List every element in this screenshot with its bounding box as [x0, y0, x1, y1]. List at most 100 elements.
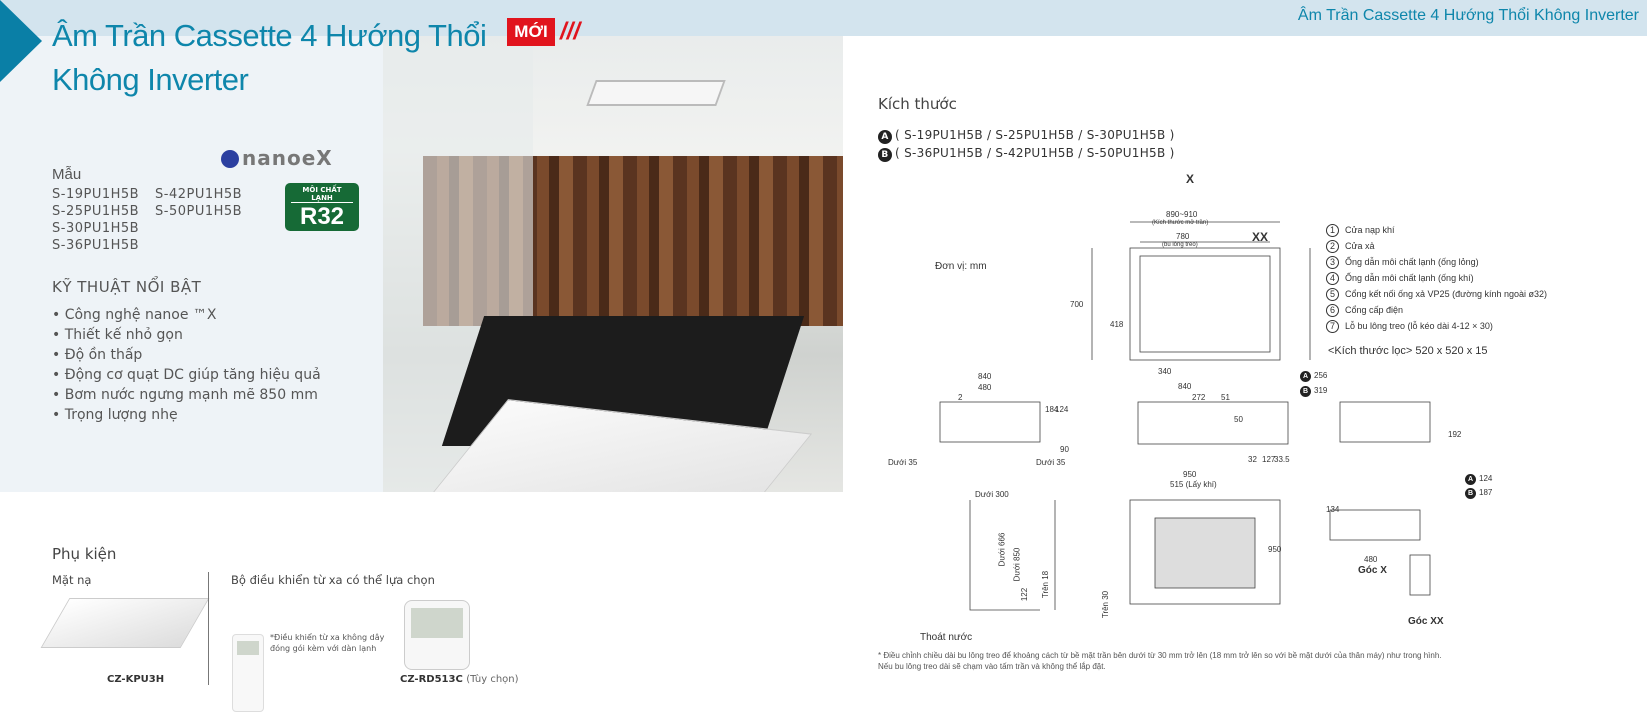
dim-label: 50	[1234, 415, 1243, 424]
feature-item: Độ ồn thấp	[52, 345, 321, 365]
panel-model: CZ-KPU3H	[107, 674, 165, 685]
dim-label: 33.5	[1274, 455, 1290, 464]
badge-a-icon: A	[1465, 474, 1476, 485]
dim-label: 124	[1055, 405, 1069, 414]
dim-label: 480	[1364, 555, 1378, 564]
model-item: S-19PU1H5B	[52, 187, 140, 202]
unit-label: Đơn vị: mm	[935, 261, 987, 272]
wired-model-code: CZ-RD513C	[400, 674, 463, 685]
legend-text: Ống dẫn môi chất lạnh (ống lỏng)	[1345, 257, 1479, 267]
dimensions-heading: Kích thước	[878, 95, 957, 113]
feature-item: Trọng lượng nhẹ	[52, 405, 321, 425]
model-item: S-42PU1H5B	[155, 187, 243, 202]
dim-label: 127	[1262, 455, 1276, 464]
dim-label: 780	[1176, 232, 1190, 241]
badge-a-icon: A	[1300, 371, 1311, 382]
number-3-icon: 3	[1326, 256, 1339, 269]
group-a-models: A( S-19PU1H5B / S-25PU1H5B / S-30PU1H5B …	[878, 128, 1175, 144]
accessories-heading: Phụ kiện	[52, 545, 117, 563]
model-item: S-36PU1H5B	[52, 238, 140, 253]
legend-item: 3 Ống dẫn môi chất lạnh (ống lỏng)	[1326, 254, 1547, 270]
badge-b-icon: B	[1300, 386, 1311, 397]
dim-label: (bu lông treo)	[1162, 242, 1198, 248]
dim-label: (Kích thước mở trần)	[1152, 220, 1209, 226]
dim-label: 134	[1326, 505, 1340, 514]
title-line2: Không Inverter	[52, 62, 249, 97]
refrigerant-label: MÔI CHẤT LẠNH	[291, 183, 353, 203]
dim-label: 2	[958, 393, 963, 402]
dim-label: Dưới 35	[888, 458, 918, 467]
dim-label: 840	[978, 372, 992, 381]
dim-label: 515 (Lấy khí)	[1170, 480, 1217, 489]
dim-label: 319	[1314, 386, 1328, 395]
model-item	[155, 237, 255, 254]
group-b-models: B( S-36PU1H5B / S-42PU1H5B / S-50PU1H5B …	[878, 146, 1175, 162]
dim-label: 480	[978, 383, 992, 392]
dim-label: Dưới 666	[997, 532, 1007, 567]
legend-text: Lỗ bu lông treo (lỗ kéo dài 4-12 × 30)	[1345, 321, 1493, 331]
bottom-view	[1129, 499, 1281, 605]
dim-label: Dưới 300	[975, 490, 1009, 499]
legend-text: Cổng cấp điện	[1345, 305, 1404, 315]
dim-label: 700	[1070, 300, 1084, 309]
divider	[208, 572, 209, 685]
number-7-icon: 7	[1326, 320, 1339, 333]
model-item: S-25PU1H5B	[52, 204, 140, 219]
corner-x-label: Góc X	[1358, 565, 1387, 576]
feature-item: Công nghệ nanoe ™X	[52, 305, 321, 325]
dim-label: 418	[1110, 320, 1124, 329]
dim-label: Trên 30	[1101, 590, 1111, 619]
group-a-text: ( S-19PU1H5B / S-25PU1H5B / S-30PU1H5B )	[895, 128, 1175, 142]
dim-label: 840	[1178, 382, 1192, 391]
nanoe-logo: nanoeX	[221, 146, 333, 170]
wired-model-note: (Tùy chọn)	[466, 674, 519, 685]
note-line: đóng gói kèm với dàn lạnh	[270, 644, 377, 653]
dim-label: 187	[1479, 488, 1493, 497]
drain-label: Thoát nước	[920, 632, 973, 643]
feature-item: Bơm nước ngưng mạnh mẽ 850 mm	[52, 385, 321, 405]
dim-label: 90	[1060, 445, 1069, 454]
legend-item: 7 Lỗ bu lông treo (lỗ kéo dài 4-12 × 30)	[1326, 318, 1547, 334]
dim-label: 122	[1020, 587, 1030, 602]
product-photo	[383, 36, 843, 492]
legend-text: Cổng kết nối ống xả VP25 (đường kính ngo…	[1345, 289, 1548, 299]
note-line: *Điều khiển từ xa không dây	[270, 633, 385, 642]
dim-label: 256	[1314, 371, 1328, 380]
number-1-icon: 1	[1326, 224, 1339, 237]
dim-label: 890~910	[1166, 210, 1198, 219]
refrigerant-value: R32	[299, 203, 345, 230]
side-view-a	[939, 401, 1041, 443]
remote-label: Bộ điều khiển từ xa có thể lựa chọn	[231, 573, 435, 587]
dimension-drawing	[939, 221, 1431, 611]
footnote-line: Nếu bu lông treo dài sẽ chạm vào tấm trầ…	[878, 662, 1106, 671]
corner-x-view	[1329, 509, 1421, 541]
badge-b-icon: B	[878, 148, 892, 162]
model-item: S-50PU1H5B	[155, 204, 243, 219]
number-4-icon: 4	[1326, 272, 1339, 285]
badge-a-icon: A	[878, 130, 892, 144]
arrow-marker-icon	[0, 0, 42, 82]
nanoe-text: nanoeX	[242, 146, 333, 170]
model-list: S-19PU1H5B S-42PU1H5B S-25PU1H5B S-50PU1H5…	[52, 186, 255, 254]
number-5-icon: 5	[1326, 288, 1339, 301]
badge-b-icon: B	[1465, 488, 1476, 499]
dim-label: 51	[1221, 393, 1230, 402]
nanoe-dot-icon	[221, 150, 239, 168]
features-heading: KỸ THUẬT NỔI BẬT	[52, 278, 202, 296]
side-view-b	[1339, 401, 1431, 443]
footnote: * Điều chỉnh chiều dài bu lông treo để k…	[878, 650, 1442, 672]
number-6-icon: 6	[1326, 304, 1339, 317]
header-right-title: Âm Trần Cassette 4 Hướng Thổi Không Inve…	[1297, 7, 1639, 24]
model-item: S-30PU1H5B	[52, 221, 140, 236]
label-xx: XX	[1252, 230, 1269, 244]
dim-label: 950	[1183, 470, 1197, 479]
slash-decoration: ///	[560, 18, 581, 45]
dim-label: 192	[1448, 430, 1462, 439]
panel-image	[40, 598, 210, 648]
